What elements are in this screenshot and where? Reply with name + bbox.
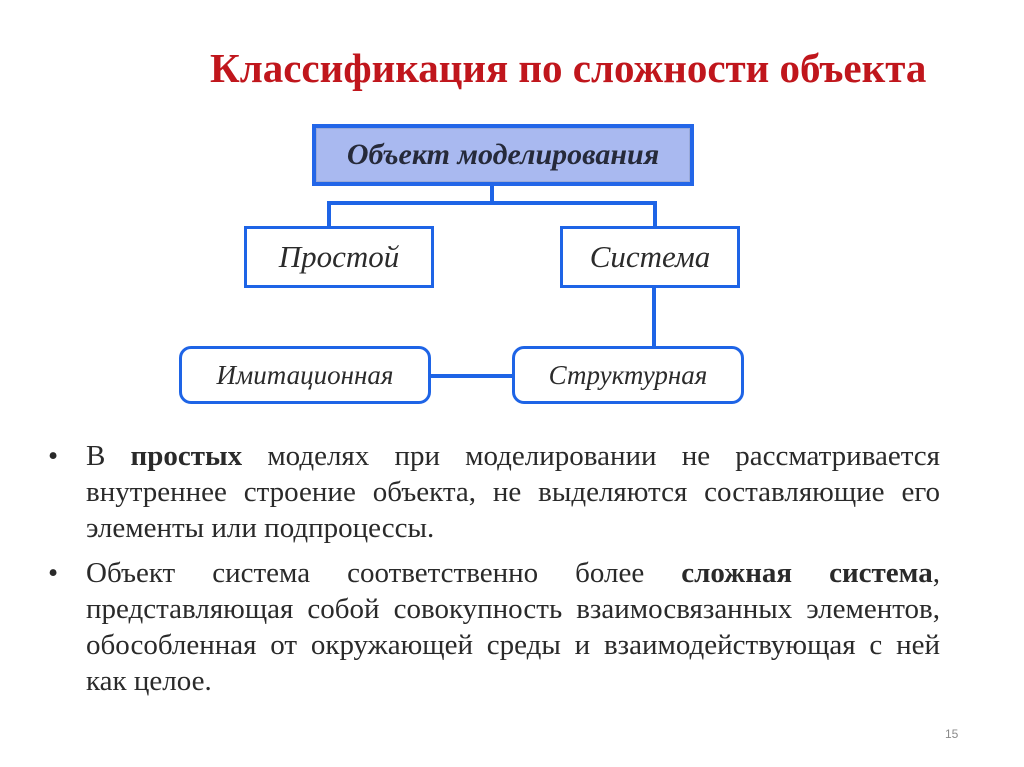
bullet-text: , представляющая собой совокупность взаи… (86, 557, 940, 697)
bullet-text: моделях при моделировании не рассматрива… (86, 440, 940, 544)
bullet-text: В (86, 440, 131, 472)
bullet-bold-term: простых (130, 440, 243, 472)
bullet-system-object: • Объект система соответственно более сло… (48, 555, 940, 699)
diagram-connectors (327, 186, 657, 378)
bullet-marker: • (48, 440, 59, 472)
node-structural: Структурная (512, 346, 744, 404)
bullet-simple-models: • В простых моделях при моделировании не … (48, 438, 940, 546)
node-system: Система (560, 226, 740, 288)
bullet-text: Объект система соответственно более (86, 557, 682, 589)
node-modeling-object: Объект моделирования (312, 124, 694, 186)
slide-title: Классификация по сложности объекта (210, 45, 927, 91)
bullet-list: • В простых моделях при моделировании не … (48, 438, 940, 708)
page-number: 15 (945, 727, 959, 741)
node-simple: Простой (244, 226, 434, 288)
bullet-bold-term: сложная система (681, 557, 933, 589)
node-imitation: Имитационная (179, 346, 431, 404)
bullet-marker: • (48, 557, 59, 589)
